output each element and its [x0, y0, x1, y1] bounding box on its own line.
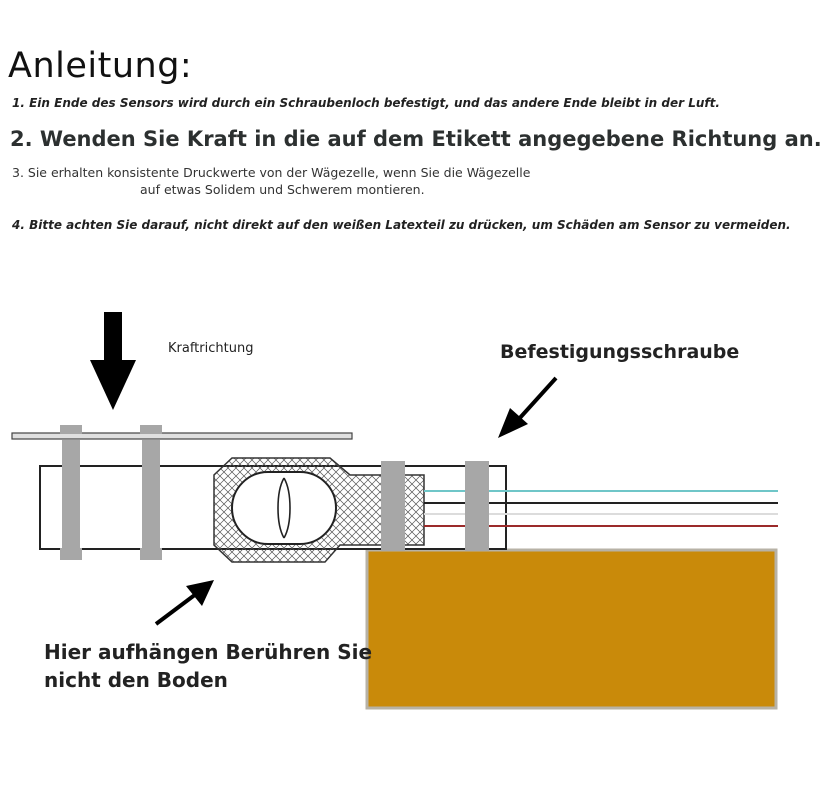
force-direction-label: Kraftrichtung — [168, 341, 254, 356]
force-direction-arrow — [90, 312, 136, 410]
binocular-hole — [231, 471, 337, 545]
instructions-title: Anleitung: — [8, 46, 193, 86]
hang-here-label: Hier aufhängen Berühren Sie nicht den Bo… — [44, 640, 373, 692]
mounting-screw-2 — [465, 461, 489, 551]
instruction-step-1: 1. Ein Ende des Sensors wird durch ein S… — [12, 96, 720, 110]
hang-pointer-arrow — [154, 580, 214, 626]
instruction-step-2: 2. Wenden Sie Kraft in die auf dem Etike… — [10, 127, 822, 151]
instruction-step-3-line-2: auf etwas Solidem und Schwerem montieren… — [140, 182, 425, 197]
left-screw-2 — [140, 425, 162, 560]
mounting-screw-1 — [381, 461, 405, 551]
load-cell-diagram — [11, 312, 778, 710]
force-plate — [11, 432, 353, 440]
mounting-base-block — [365, 548, 778, 710]
mounting-screw-label: Befestigungsschraube — [500, 341, 740, 363]
instruction-step-4: 4. Bitte achten Sie darauf, nicht direkt… — [12, 218, 791, 232]
screw-pointer-arrow — [498, 376, 558, 438]
left-screw-1 — [60, 425, 82, 560]
instruction-step-3-line-1: 3. Sie erhalten konsistente Druckwerte v… — [12, 165, 531, 180]
